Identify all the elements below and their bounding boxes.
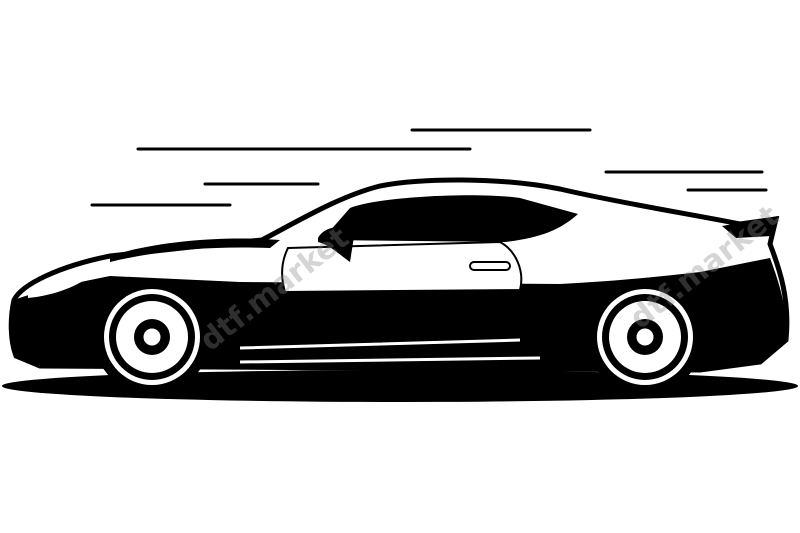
front-wheel [94,279,210,395]
mirror [318,226,355,262]
rear-spoiler [722,216,778,238]
window [322,195,578,242]
rear-wheel [587,279,703,395]
ground-shadow [2,370,798,402]
headlight [28,276,90,298]
hood-line [110,238,280,262]
side-skirt [239,338,541,364]
door-handle[interactable] [469,261,511,271]
speed-lines [90,128,768,207]
